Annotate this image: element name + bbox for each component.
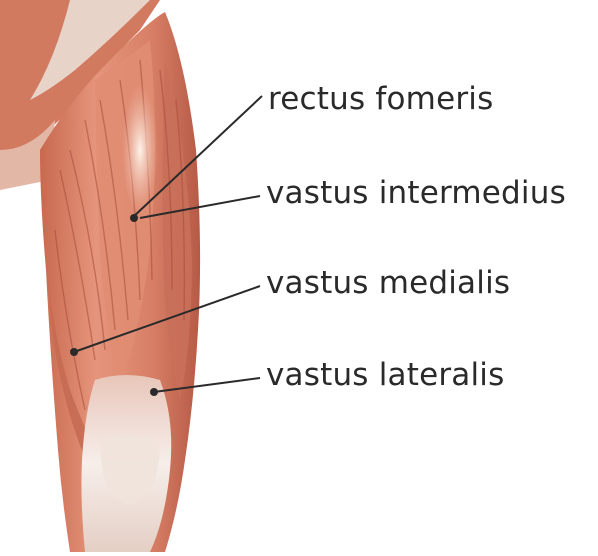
muscle-highlight <box>122 85 158 215</box>
pointer-dot-medialis <box>70 348 78 356</box>
label-rectus-femoris: rectus fomeris <box>268 84 493 115</box>
pointer-dot-lateralis <box>150 388 158 396</box>
label-vastus-lateralis: vastus lateralis <box>266 360 504 391</box>
label-vastus-medialis: vastus medialis <box>266 268 510 299</box>
pointer-dot-rectus <box>130 214 138 222</box>
label-vastus-intermedius: vastus intermedius <box>266 178 566 209</box>
